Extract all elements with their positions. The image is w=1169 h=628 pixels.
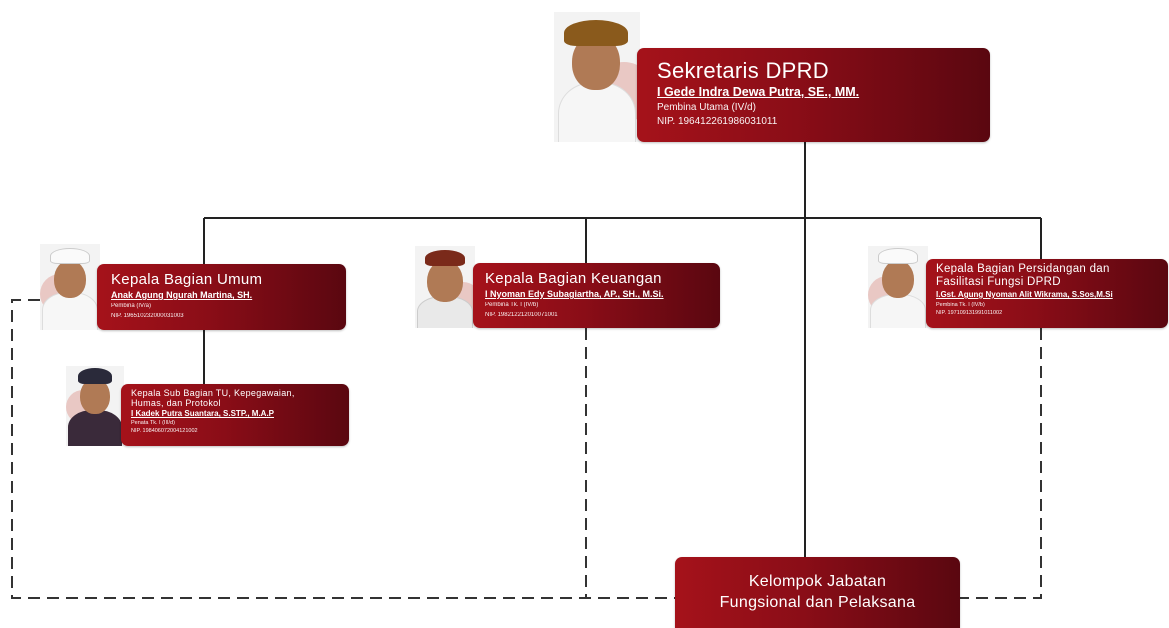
subbagian-nip: NIP. 198406072004121002 xyxy=(131,428,198,434)
subbagian-title-line2: Humas, dan Protokol xyxy=(131,398,221,408)
persidangan-nip: NIP. 197109131991011002 xyxy=(936,310,1003,316)
persidangan-rank: Pembina Tk. I (IV/b) xyxy=(936,302,985,308)
umum-name: Anak Agung Ngurah Martina, SH. xyxy=(111,290,253,300)
persidangan-name: I.Gst. Agung Nyoman Alit Wikrama, S.Sos,… xyxy=(936,290,1113,299)
umum-rank: Pembina (IV/a) xyxy=(111,303,152,309)
fungsional-line1: Kelompok Jabatan xyxy=(748,573,887,590)
subbagian-box: Kepala Sub Bagian TU, Kepegawaian, Humas… xyxy=(121,384,349,446)
fungsional-box: Kelompok Jabatan Fungsional dan Pelaksan… xyxy=(675,557,960,628)
keuangan-rank: Pembina Tk. I (IV/b) xyxy=(485,302,539,308)
sekretaris-photo xyxy=(554,12,640,142)
umum-nip: NIP. 196510232000031003 xyxy=(111,313,184,319)
umum-title: Kepala Bagian Umum xyxy=(111,271,263,288)
keuangan-photo xyxy=(415,246,475,328)
persidangan-title-line2: Fasilitasi Fungsi DPRD xyxy=(936,276,1061,288)
subbagian-rank: Penata Tk. I (III/d) xyxy=(131,420,175,426)
subbagian-name: I Kadek Putra Suantara, S.STP., M.A.P xyxy=(131,409,275,418)
umum-box: Kepala Bagian Umum Anak Agung Ngurah Mar… xyxy=(97,264,346,330)
dashed-right-line xyxy=(960,328,1042,599)
keuangan-box: Kepala Bagian Keuangan I Nyoman Edy Suba… xyxy=(473,263,720,328)
sekretaris-rank: Pembina Utama (IV/d) xyxy=(657,102,756,113)
persidangan-box: Kepala Bagian Persidangan dan Fasilitasi… xyxy=(926,259,1168,328)
sekretaris-title: Sekretaris DPRD xyxy=(657,58,829,83)
fungsional-line2: Fungsional dan Pelaksana xyxy=(719,594,916,611)
keuangan-name: I Nyoman Edy Subagiartha, AP., SH., M.Si… xyxy=(485,289,664,299)
subbagian-photo xyxy=(66,366,124,446)
persidangan-title-line1: Kepala Bagian Persidangan dan xyxy=(936,263,1110,275)
umum-photo xyxy=(40,244,100,330)
persidangan-photo xyxy=(868,246,928,328)
sekretaris-nip: NIP. 196412261986031011 xyxy=(657,116,778,127)
sekretaris-box: Sekretaris DPRD I Gede Indra Dewa Putra,… xyxy=(637,48,990,142)
keuangan-title: Kepala Bagian Keuangan xyxy=(485,270,662,287)
sekretaris-name: I Gede Indra Dewa Putra, SE., MM. xyxy=(657,85,860,99)
dashed-left-line xyxy=(11,299,675,599)
keuangan-nip: NIP. 198212212010071001 xyxy=(485,312,558,318)
subbagian-title-line1: Kepala Sub Bagian TU, Kepegawaian, xyxy=(131,388,295,398)
